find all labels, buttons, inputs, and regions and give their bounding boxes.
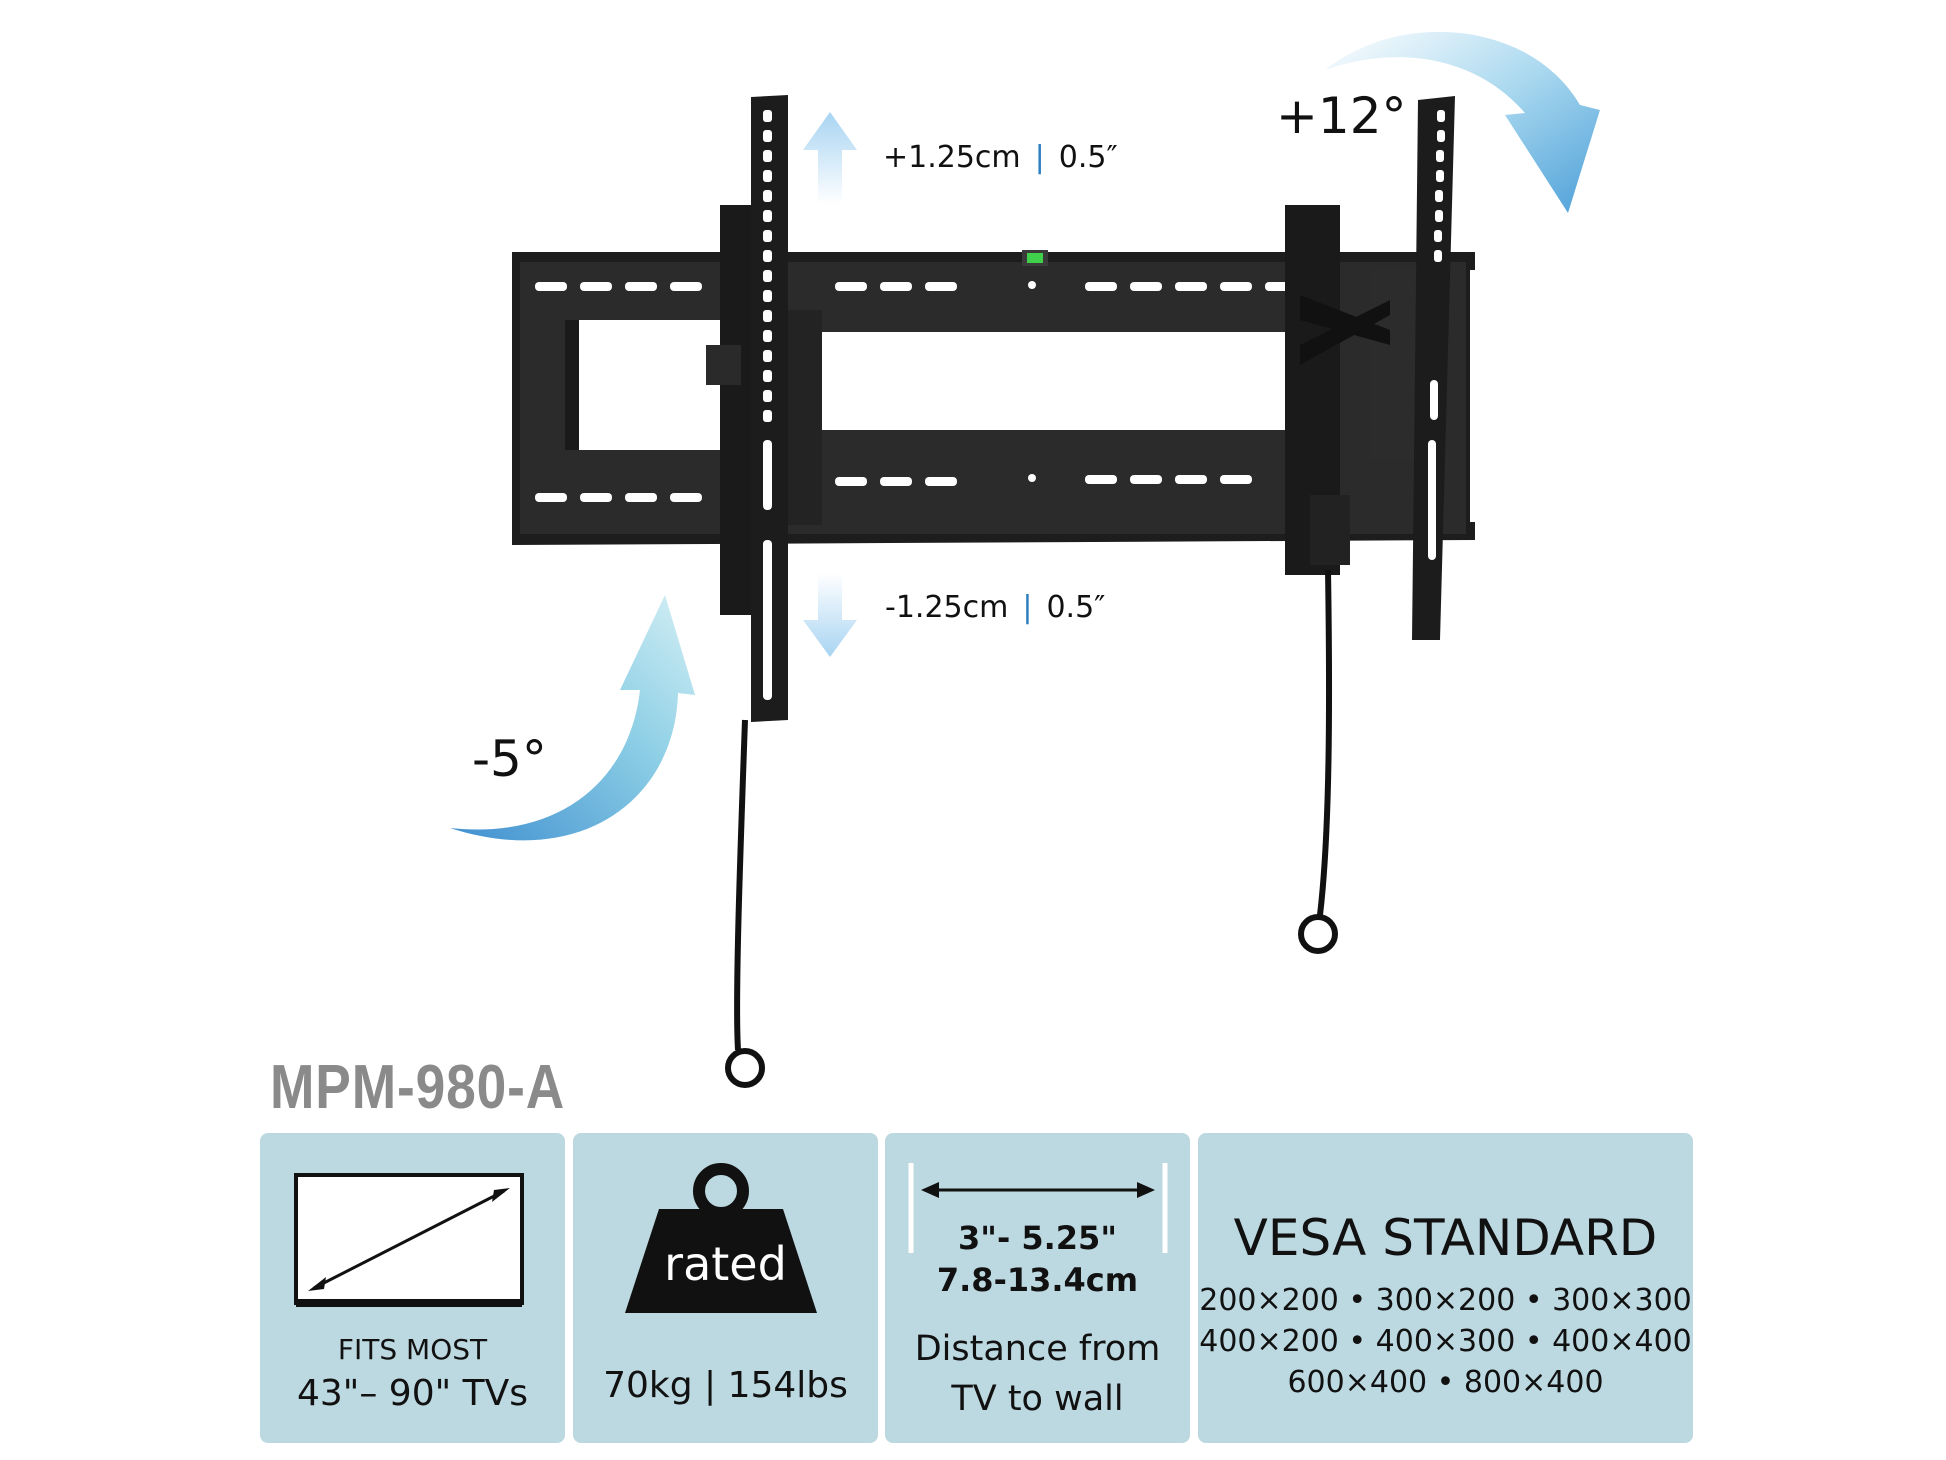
distance-card: 3"- 5.25" 7.8-13.4cm Distance from TV to…: [885, 1133, 1190, 1443]
model-number: MPM-980-A: [270, 1053, 566, 1122]
distance-arrow-icon: [908, 1163, 1168, 1253]
vesa-title: VESA STANDARD: [1233, 1209, 1658, 1267]
weight-card: rated 70kg | 154lbs: [573, 1133, 878, 1443]
height-up-metric: +1.25cm: [883, 140, 1021, 175]
weight-metric: 70kg: [603, 1365, 693, 1406]
tv-size-card: FITS MOST 43"– 90" TVs: [260, 1133, 565, 1443]
arrow-down-icon: [803, 573, 857, 657]
distance-line2: TV to wall: [951, 1379, 1124, 1419]
weight-imperial: 154lbs: [727, 1365, 848, 1406]
left-bracket: [706, 95, 822, 1088]
tilt-forward-arrow-icon: [1325, 31, 1600, 214]
tilt-forward-label: +12°: [1276, 87, 1407, 145]
tilt-back-label: -5°: [472, 730, 547, 788]
arrow-up-icon: [803, 112, 857, 205]
vesa-row-3: 600×400 • 800×400: [1287, 1365, 1604, 1400]
tv-size-line1: FITS MOST: [337, 1333, 488, 1366]
distance-metric: 7.8-13.4cm: [936, 1261, 1139, 1299]
right-bracket: [1285, 96, 1455, 954]
height-down-label: -1.25cm | 0.5″: [885, 590, 1105, 625]
separator-icon: |: [1022, 590, 1033, 625]
tilt-back-arrow-icon: [450, 595, 695, 841]
separator-icon: |: [692, 1365, 728, 1406]
tv-diagonal-icon: [294, 1173, 524, 1307]
height-up-imperial: 0.5″: [1058, 140, 1118, 175]
tv-size-line2: 43"– 90" TVs: [297, 1373, 528, 1414]
vesa-row-1: 200×200 • 300×200 • 300×300: [1199, 1283, 1692, 1318]
separator-icon: |: [1034, 140, 1045, 175]
distance-line1: Distance from: [914, 1329, 1161, 1369]
height-down-metric: -1.25cm: [885, 590, 1009, 625]
weight-value: 70kg | 154lbs: [573, 1365, 878, 1406]
weight-icon: [625, 1163, 817, 1313]
distance-imperial: 3"- 5.25": [958, 1219, 1117, 1257]
vesa-row-2: 400×200 • 400×300 • 400×400: [1199, 1324, 1692, 1359]
height-up-label: +1.25cm | 0.5″: [883, 140, 1118, 175]
vesa-card: VESA STANDARD 200×200 • 300×200 • 300×30…: [1198, 1133, 1693, 1443]
weight-badge: rated: [664, 1237, 787, 1291]
height-down-imperial: 0.5″: [1046, 590, 1106, 625]
